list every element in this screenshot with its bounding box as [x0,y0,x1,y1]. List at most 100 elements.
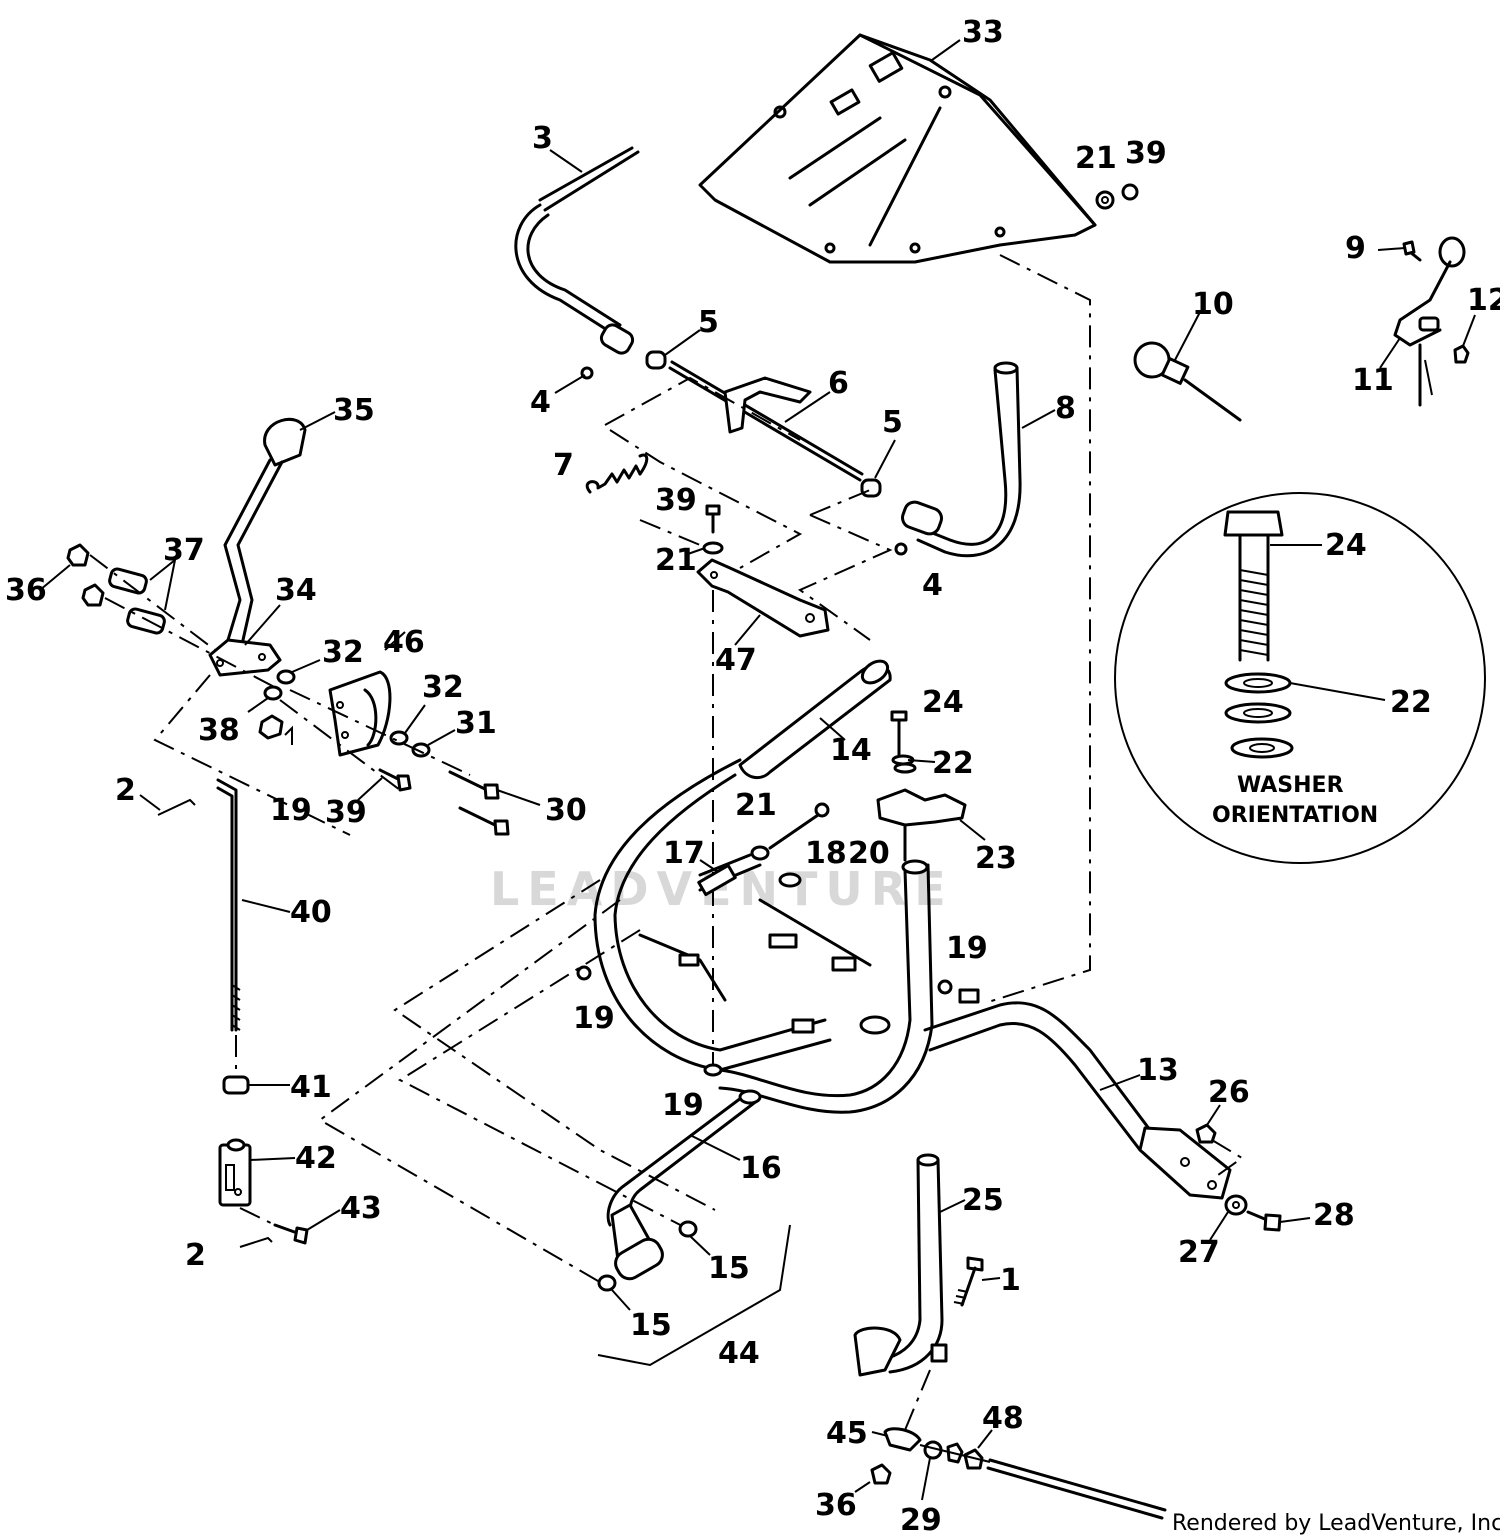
callout-37: 37 [163,533,205,568]
callout-29: 29 [900,1503,942,1538]
callout-33: 33 [962,15,1004,50]
callout-22-inset: 22 [1390,685,1432,720]
part-5-bushing-left [645,350,667,370]
callout-17: 17 [663,836,705,871]
part-33-dash-panel [698,33,1097,264]
callout-4-left: 4 [530,385,551,420]
callout-20: 20 [848,836,890,871]
part-23-knob [876,788,967,827]
callout-30: 30 [545,793,587,828]
callout-3: 3 [532,121,553,156]
callout-15-b: 15 [630,1308,672,1343]
part-7-spring [585,453,649,494]
part-30-bolts [448,770,510,836]
callout-39-left: 39 [325,795,367,830]
callout-14: 14 [830,733,872,768]
part-21-washer-top-right [1095,190,1115,210]
callout-44: 44 [718,1336,760,1371]
callout-46: 46 [383,625,425,660]
callout-9: 9 [1345,231,1366,266]
callout-8: 8 [1055,391,1076,426]
inset-label-line2: ORIENTATION [1212,803,1378,828]
callout-24-inset: 24 [1325,528,1367,563]
part-14-grip [738,659,892,780]
part-11-throttle [1393,236,1466,407]
part-25-brake-lever [853,1153,948,1377]
callout-2-bottom: 2 [185,1238,206,1273]
callout-15-a: 15 [708,1251,750,1286]
brake-rod [919,1444,1167,1520]
part-37-springs [108,567,166,635]
part-2-clip-top [157,798,196,816]
part-15-bushing-a [678,1220,698,1238]
callout-43: 43 [340,1191,382,1226]
part-19-nut-bottom [703,1063,723,1077]
part-22-washers-inset [1224,672,1294,759]
part-2-clip-bottom [239,1236,273,1248]
callout-47: 47 [715,643,757,678]
part-21-washer-frame [750,845,770,861]
part-45-rod-end [883,1427,922,1452]
callout-42: 42 [295,1141,337,1176]
callout-38: 38 [198,713,240,748]
part-5-bushing-right [860,478,882,498]
part-6-shaft [668,360,864,482]
callout-45: 45 [826,1416,868,1451]
callout-16: 16 [740,1151,782,1186]
callout-28: 28 [1313,1198,1355,1233]
callout-26: 26 [1208,1075,1250,1110]
part-9-screw [1402,240,1422,262]
part-27-washer [1224,1194,1248,1216]
callout-1: 1 [1000,1263,1021,1298]
callout-34: 34 [275,573,317,608]
callout-39-top: 39 [1125,136,1167,171]
callout-19-right: 19 [946,931,988,966]
inset-label-line1: WASHER [1237,773,1344,798]
callout-10: 10 [1192,287,1234,322]
credit-text: Rendered by LeadVenture, Inc. [1172,1511,1500,1536]
callout-21-center: 21 [655,543,697,578]
part-38-washer [263,685,283,701]
callout-4-right: 4 [922,568,943,603]
part-36-nuts-left [66,543,105,607]
callout-12: 12 [1467,283,1500,318]
callout-2-top: 2 [115,773,136,808]
callout-39-center: 39 [655,483,697,518]
callout-21-top: 21 [1075,141,1117,176]
part-10-knob-cable [1133,341,1242,422]
part-36-nut-bottom [870,1463,892,1485]
part-42-clevis [218,1138,252,1207]
callout-23: 23 [975,841,1017,876]
part-15-bushing-b [597,1274,617,1292]
part-40-rod [216,778,241,1032]
callout-36-bottom: 36 [815,1488,857,1523]
part-24-bolt-inset [1223,510,1284,662]
callout-19-left: 19 [573,1001,615,1036]
part-39-screw-top-right [1121,183,1139,201]
part-43-pin [273,1223,309,1245]
part-35-knob [263,417,307,467]
callout-11: 11 [1352,363,1394,398]
callout-40: 40 [290,895,332,930]
callout-27: 27 [1178,1235,1220,1270]
part-19-nut-lever [258,714,284,740]
callout-32-a: 32 [322,635,364,670]
part-34-shift-lever [208,458,284,677]
callout-24-small: 24 [922,685,964,720]
part-4-clip-right [894,542,908,556]
callout-6: 6 [828,366,849,401]
part-26-nut [1195,1123,1217,1144]
part-18-bolt [768,802,830,850]
part-21-washer-center [702,541,724,555]
inset-washer-orientation: WASHER ORIENTATION [1114,492,1486,864]
callout-35: 35 [333,393,375,428]
part-31-washer [411,742,431,758]
part-39-screw-center [705,504,721,534]
part-39-screw-left [378,768,412,792]
callout-7: 7 [553,448,574,483]
callout-36-left: 36 [5,573,47,608]
part-32-washer-a [276,669,296,685]
callout-25: 25 [962,1183,1004,1218]
part-8-lever [901,361,1022,558]
